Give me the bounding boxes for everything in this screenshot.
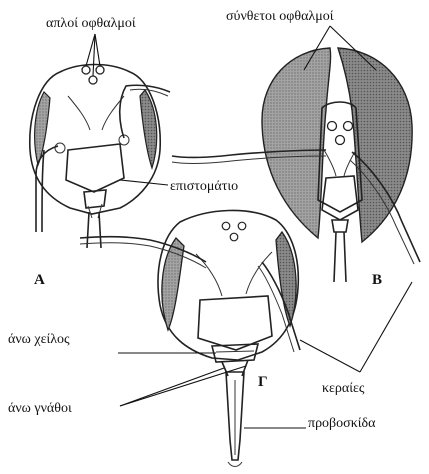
label-upper-jaws: άνω γνάθοι — [8, 401, 72, 416]
head-a-ocellus-3 — [89, 76, 97, 84]
panel-label-a: Α — [34, 272, 45, 288]
head-c-clypeus — [198, 296, 272, 350]
label-simple-eyes: απλοί οφθαλμοί — [46, 16, 136, 31]
head-a-left-antenna — [36, 146, 58, 232]
head-a — [30, 65, 170, 249]
leader-antennae — [300, 282, 412, 372]
head-a-ocellus-1 — [82, 66, 90, 74]
head-b-right-compound-eye — [338, 48, 412, 242]
panel-label-c: Γ — [258, 374, 268, 390]
label-compound-eyes: σύνθετοι οφθαλμοί — [226, 9, 334, 24]
label-epistome: επιστομάτιο — [170, 179, 238, 194]
head-b — [172, 48, 420, 282]
label-proboscis: προβοσκίδα — [308, 416, 376, 431]
head-c-left-compound-eye — [162, 238, 184, 330]
head-a-clypeus — [66, 144, 124, 192]
head-a-ocellus-2 — [96, 66, 104, 74]
head-a-left-compound-eye — [35, 92, 50, 165]
panel-label-b: Β — [372, 272, 382, 288]
label-antennae: κεραίες — [322, 381, 365, 396]
label-upper-lip: άνω χείλος — [8, 332, 70, 347]
leader-epistome — [120, 180, 168, 185]
